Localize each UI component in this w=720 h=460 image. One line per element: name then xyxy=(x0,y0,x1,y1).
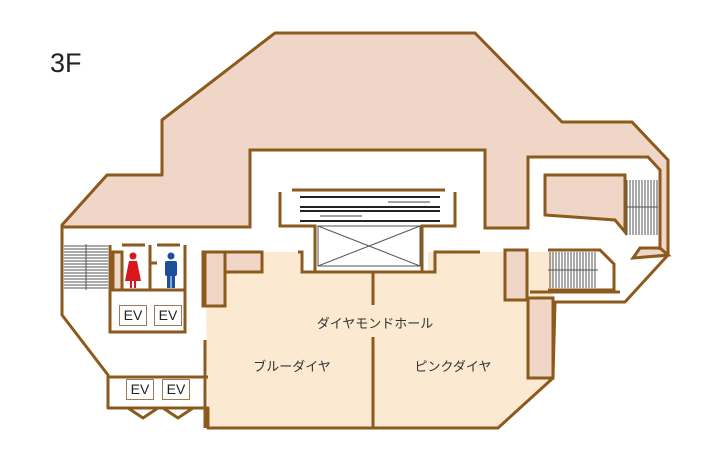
elevator-label: EV xyxy=(119,305,147,326)
elevator-label: EV xyxy=(126,379,154,400)
restroom-women-icon xyxy=(125,252,141,288)
elevator-label: EV xyxy=(162,379,190,400)
room-label-pink-diamond: ピンクダイヤ xyxy=(414,360,492,375)
escalator-icon xyxy=(300,196,440,222)
void-icon xyxy=(317,225,421,267)
room-label-blue-diamond: ブルーダイヤ xyxy=(253,360,331,375)
floor-label: 3F xyxy=(50,48,82,78)
escalator-steps xyxy=(320,201,430,217)
interior-walls xyxy=(62,148,662,428)
stairs-icon xyxy=(64,180,658,290)
diamond-hall-floor xyxy=(205,252,553,428)
elevator-label: EV xyxy=(154,305,182,326)
restroom-men-icon xyxy=(165,252,177,288)
room-label-diamond-hall: ダイヤモンドホール xyxy=(316,317,434,332)
service-area xyxy=(62,33,668,258)
